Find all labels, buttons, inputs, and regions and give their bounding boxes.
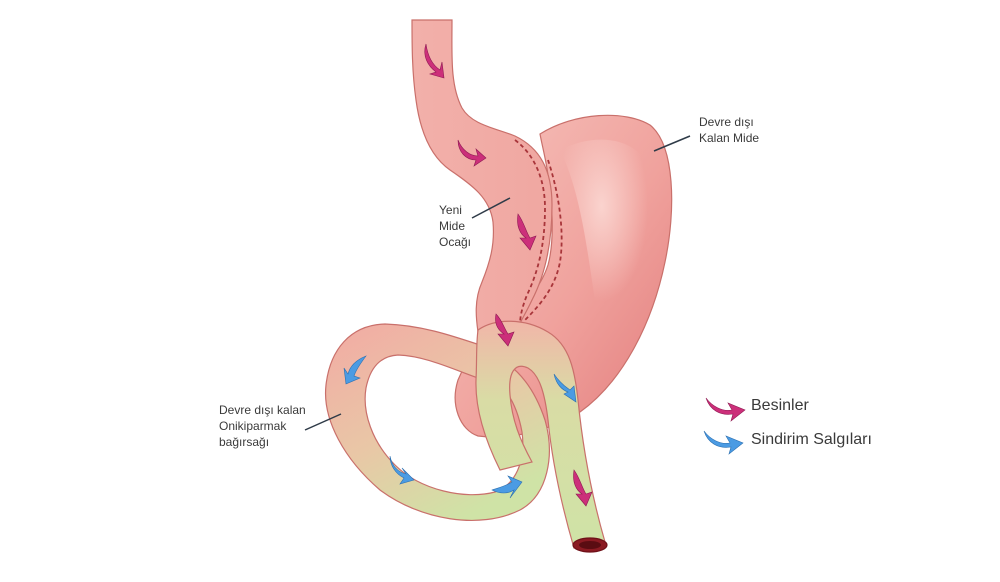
legend-digestive-icon	[703, 430, 744, 455]
roux-limb	[475, 320, 606, 549]
remnant-staple-line	[524, 159, 563, 321]
label-line: Onikiparmak	[219, 419, 287, 433]
food-arrow	[495, 313, 515, 347]
legend-food-icon	[705, 397, 746, 422]
digestive-arrow	[553, 373, 577, 403]
label-line: Yeni	[439, 203, 462, 217]
label-line: Kalan Mide	[699, 131, 760, 145]
bypassed-duodenum-loop	[324, 323, 550, 521]
label-bypassed-duodenum: Devre dışı kalan Onikiparmak bağırsağı	[219, 402, 306, 450]
digestive-arrow	[389, 455, 415, 485]
legend-food-label: Besinler	[751, 397, 809, 414]
leader-line-duodenum	[304, 413, 342, 431]
food-arrow	[457, 139, 487, 167]
digestive-arrows	[343, 355, 577, 499]
legend-digestive-label: Sindirim Salgıları	[751, 431, 872, 448]
limb-opening-inner	[579, 541, 601, 549]
label-line: Devre dışı kalan	[219, 403, 306, 417]
label-line: Ocağı	[439, 235, 472, 249]
pouch-staple-line	[514, 139, 546, 326]
digestive-arrow	[343, 355, 367, 385]
food-arrow	[424, 43, 445, 79]
food-arrows	[424, 43, 593, 507]
digestive-arrow	[491, 475, 523, 499]
food-arrow	[573, 469, 593, 507]
label-new-pouch: Yeni Mide Ocağı	[439, 202, 471, 250]
label-line: bağırsağı	[219, 435, 270, 449]
label-remnant-stomach: Devre dışı Kalan Mide	[699, 114, 759, 146]
label-line: Mide	[439, 219, 466, 233]
leader-line-remnant	[653, 135, 691, 152]
label-line: Devre dışı	[699, 115, 754, 129]
remnant-stomach-highlight	[560, 139, 653, 330]
leader-line-pouch	[471, 197, 511, 219]
food-arrow	[517, 213, 537, 251]
